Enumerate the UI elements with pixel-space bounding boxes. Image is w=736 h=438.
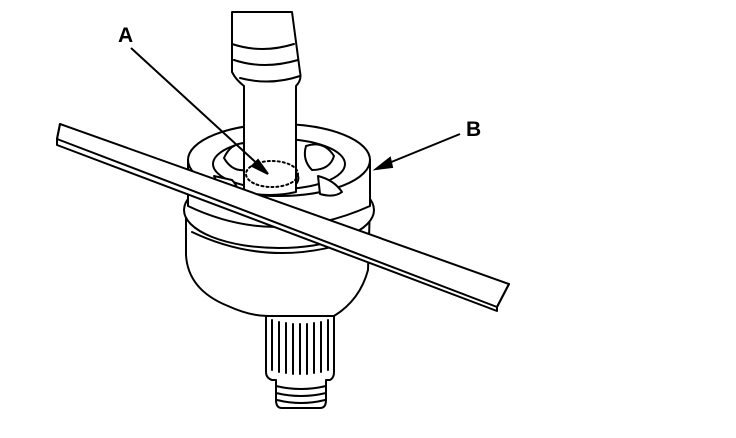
straight-edge — [56, 123, 510, 312]
leader-line-a — [130, 47, 269, 175]
callout-label-a: A — [118, 24, 133, 47]
axle-shaft — [231, 11, 302, 196]
dotted-reference-circle — [245, 160, 299, 188]
leader-line-b — [372, 133, 461, 171]
callout-label-b: B — [466, 118, 481, 141]
splined-stub-shaft — [265, 311, 335, 409]
